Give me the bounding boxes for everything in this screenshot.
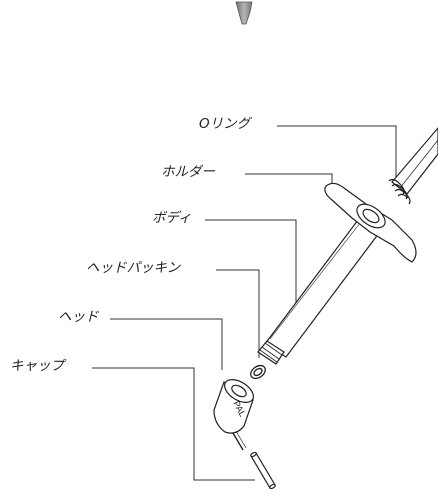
holder-part xyxy=(324,182,417,263)
plunger-tip-part xyxy=(235,1,253,25)
cap-label: キャップ xyxy=(10,358,64,374)
cap-leader xyxy=(92,367,255,481)
holder-leader xyxy=(245,173,333,184)
head-packing-label: ヘッドパッキン xyxy=(86,260,181,276)
holder-label: ホルダー xyxy=(161,164,215,180)
plunger-rod xyxy=(391,127,438,195)
body-label: ボディ xyxy=(152,210,192,226)
head-leader xyxy=(110,318,223,370)
head-packing-part xyxy=(250,364,266,380)
cap-part xyxy=(250,451,276,490)
head-label: ヘッド xyxy=(58,309,99,325)
o-ring-leader xyxy=(277,125,397,183)
o-ring-label: Oリング xyxy=(199,116,251,132)
syringe-body-part xyxy=(257,219,380,365)
leader-lines xyxy=(92,125,397,481)
body-leader xyxy=(205,219,297,305)
head-packing-leader xyxy=(216,269,260,358)
o-ring-part xyxy=(388,178,411,205)
head-part: PAL xyxy=(213,378,254,451)
